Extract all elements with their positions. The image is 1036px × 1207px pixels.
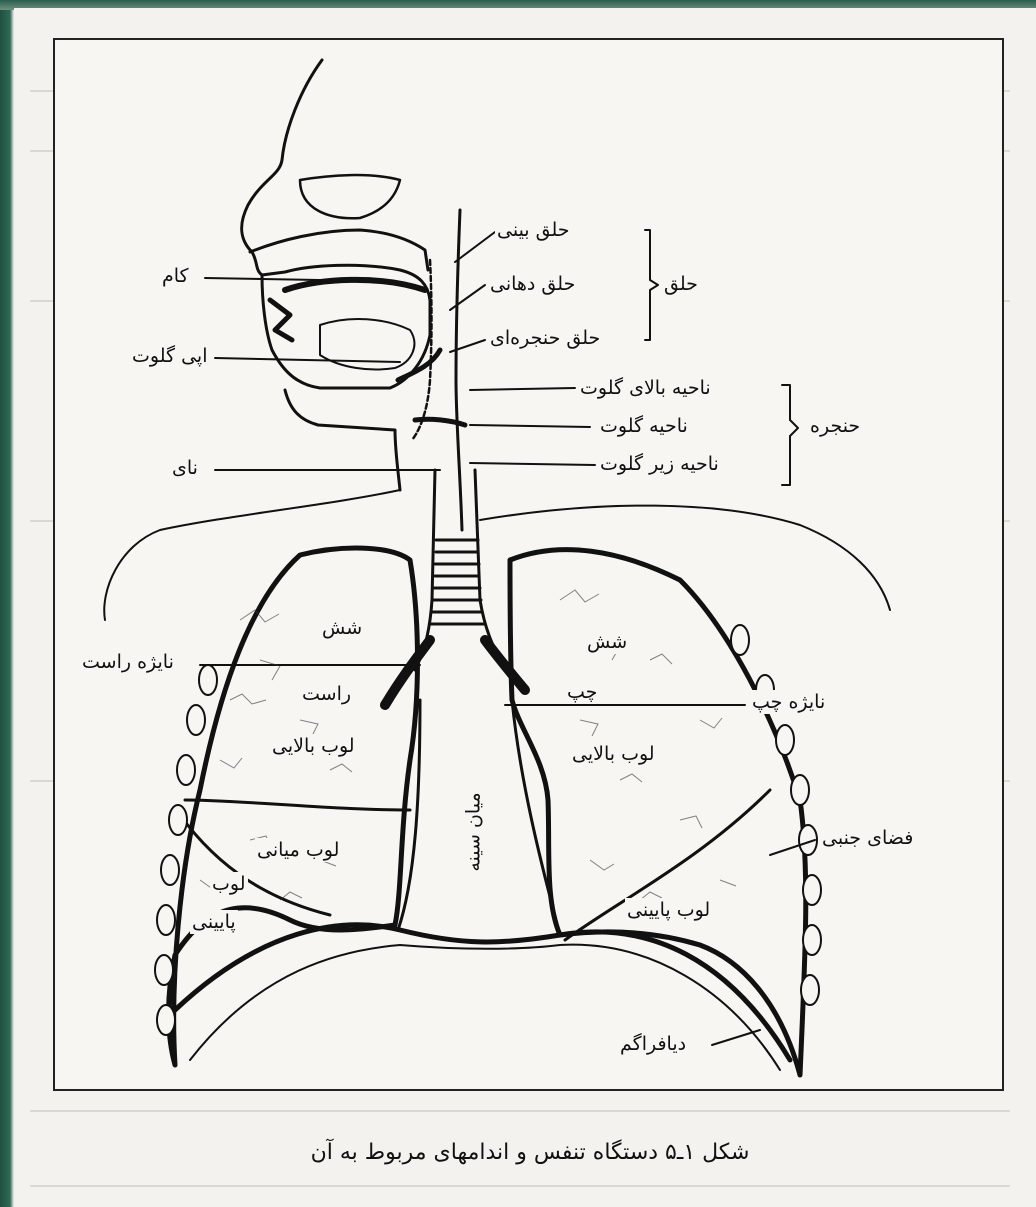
label-right-middle-lobe: لوب میانی bbox=[255, 838, 341, 862]
label-nasopharynx: حلق بینی bbox=[495, 218, 572, 242]
label-left-upper-lobe: لوب بالایی bbox=[570, 742, 657, 766]
right-bronchus-shape bbox=[385, 640, 430, 705]
label-glottis: ناحیه گلوت bbox=[598, 414, 690, 438]
label-right-bronchus: نایژه راست bbox=[80, 650, 176, 674]
trachea-rings bbox=[431, 540, 484, 624]
label-mediastinum: میان سینه bbox=[462, 790, 486, 873]
pharynx-bracket bbox=[645, 230, 658, 340]
label-left-lung-2: چپ bbox=[565, 680, 599, 704]
palate-line bbox=[285, 280, 425, 290]
label-right-lower-lobe-1: لوب bbox=[210, 872, 248, 896]
left-lung bbox=[510, 550, 806, 1075]
label-laryngopharynx: حلق حنجره‌ای bbox=[488, 326, 602, 350]
label-larynx: حنجره bbox=[808, 414, 862, 438]
nasal-concha bbox=[300, 175, 400, 218]
left-shoulder bbox=[480, 506, 890, 610]
larynx-bracket bbox=[782, 385, 798, 485]
right-lung-fissure-2 bbox=[180, 815, 330, 915]
label-oropharynx: حلق دهانی bbox=[488, 272, 577, 296]
label-supraglottis: ناحیه بالای گلوت bbox=[578, 376, 713, 400]
head-profile bbox=[242, 60, 322, 275]
label-diaphragm: دیافراگم bbox=[618, 1032, 688, 1056]
jaw bbox=[285, 390, 400, 490]
label-pleural-space: فضای جنبی bbox=[820, 826, 915, 850]
right-lung-fissure-1 bbox=[185, 800, 410, 810]
right-shoulder bbox=[104, 490, 400, 620]
left-bronchus-shape bbox=[485, 640, 525, 690]
label-left-lower-lobe: لوب پایینی bbox=[625, 898, 712, 922]
label-right-lung-1: شش bbox=[320, 616, 364, 640]
label-subglottis: ناحیه زیر گلوت bbox=[598, 452, 721, 476]
label-palate: کام bbox=[160, 264, 191, 288]
label-left-bronchus: نایژه چپ bbox=[750, 690, 827, 714]
label-right-lung-2: راست bbox=[300, 682, 353, 706]
label-pharynx: حلق bbox=[662, 272, 700, 296]
label-right-upper-lobe: لوب بالایی bbox=[270, 734, 357, 758]
diaphragm-lower bbox=[190, 945, 780, 1070]
ribs bbox=[155, 625, 821, 1035]
teeth bbox=[270, 300, 292, 340]
label-epiglottis: اپی گلوت bbox=[130, 344, 209, 368]
label-left-lung-1: شش bbox=[585, 630, 629, 654]
label-right-lower-lobe-2: پایینی bbox=[190, 910, 238, 934]
mediastinum-left-border bbox=[398, 700, 420, 930]
figure-caption: شکل ۱ـ۵ دستگاه تنفس و اندامهای مربوط به … bbox=[240, 1140, 820, 1165]
label-trachea: نای bbox=[170, 456, 200, 480]
